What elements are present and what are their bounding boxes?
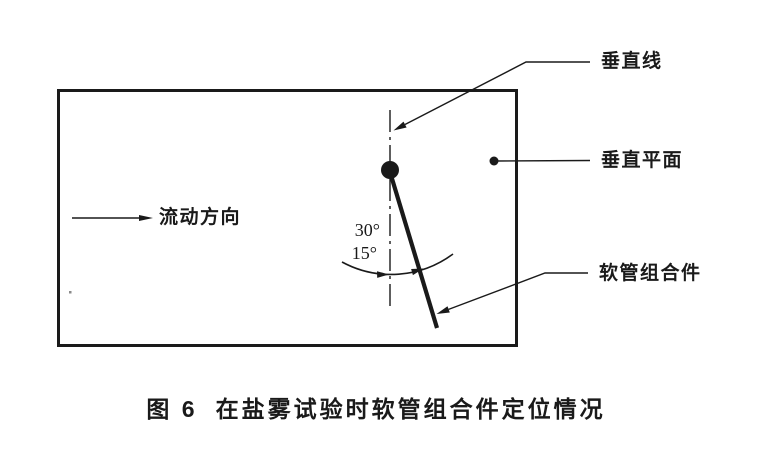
figure-number: 图 6 xyxy=(146,396,198,422)
vertical-plane-leader-dot xyxy=(489,156,499,166)
flow-direction-arrow-icon xyxy=(72,215,153,221)
figure-caption: 图 6 在盐雾试验时软管组合件定位情况 xyxy=(60,390,692,424)
scan-speck xyxy=(69,291,72,294)
vertical-line-leader xyxy=(393,61,590,131)
vertical-plane-leader xyxy=(489,156,591,166)
hose-assembly-line xyxy=(387,171,440,329)
pivot-dot xyxy=(381,161,399,179)
vertical-line-label: 垂直线 xyxy=(601,51,663,72)
vertical-plane-outline xyxy=(57,89,518,347)
vertical-plane-label: 垂直平面 xyxy=(601,150,684,171)
angle-arc xyxy=(341,253,454,278)
flow-direction-label: 流动方向 xyxy=(159,207,242,228)
angle-arc-arrowhead-at-vertical xyxy=(377,271,389,278)
angle-30-label: 30° xyxy=(354,220,380,240)
hose-assembly-leader xyxy=(436,272,588,314)
angle-arc-arrowhead-at-hose xyxy=(411,268,424,276)
hose-assembly-label: 软管组合件 xyxy=(599,263,702,284)
figure-title: 在盐雾试验时软管组合件定位情况 xyxy=(215,396,606,422)
angle-15-label: 15° xyxy=(351,243,377,263)
leader-arrowhead xyxy=(393,121,407,131)
leader-arrowhead xyxy=(436,306,450,314)
